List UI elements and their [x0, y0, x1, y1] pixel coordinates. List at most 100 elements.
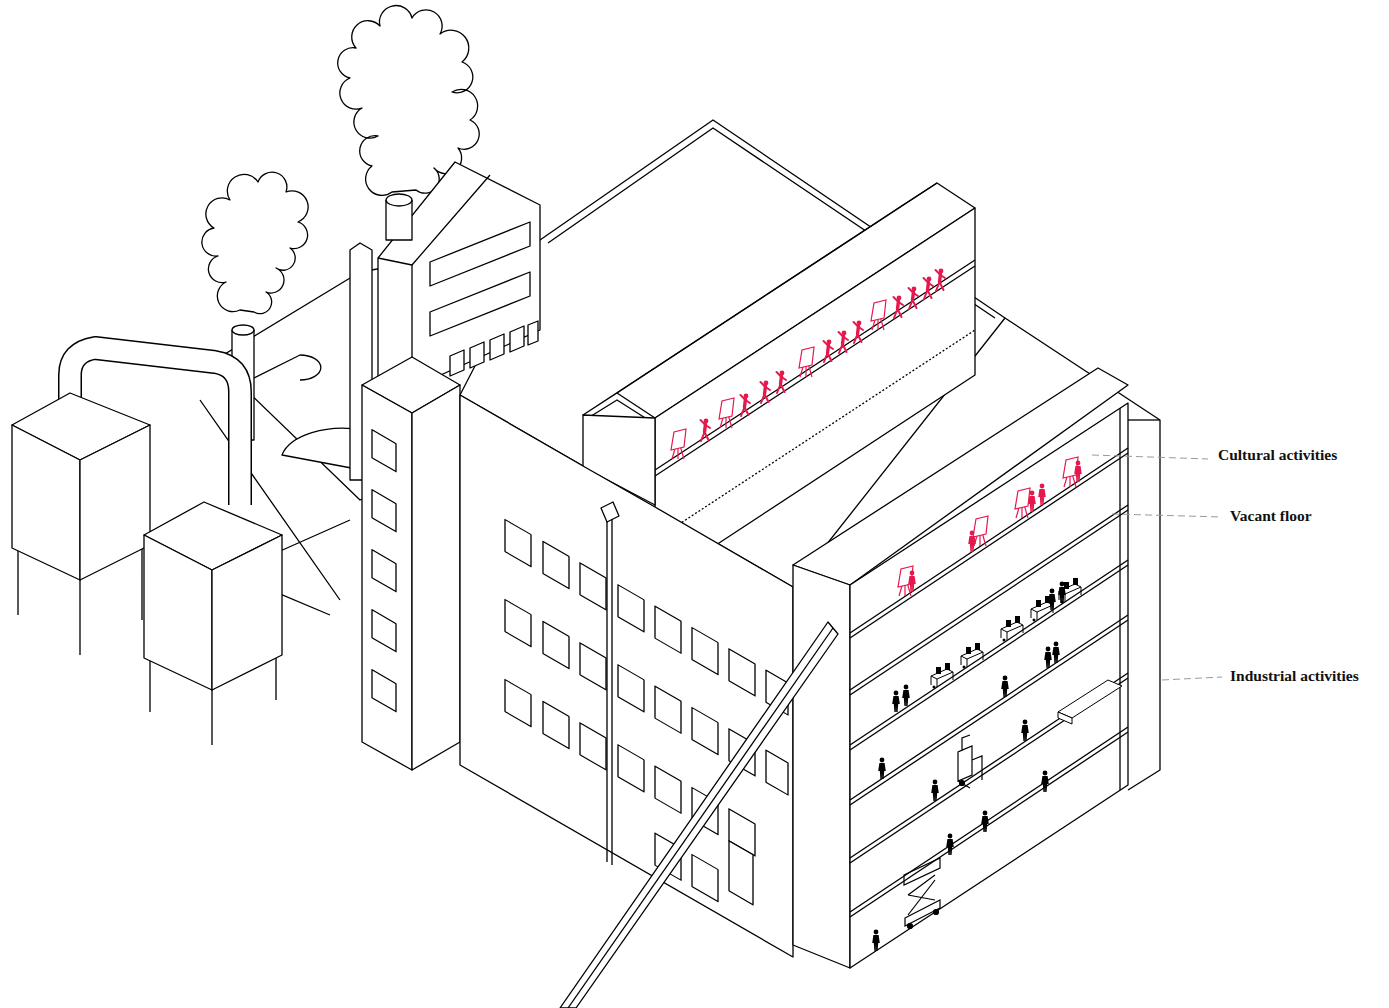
- section-face: [850, 403, 1128, 968]
- facade-windows: [618, 745, 644, 792]
- industrial-figures: [892, 691, 900, 712]
- gable-floor: [655, 266, 975, 476]
- window: [470, 342, 484, 368]
- cultural-figures: [854, 321, 864, 343]
- facade-windows: [729, 649, 755, 696]
- front-side: [793, 565, 850, 968]
- forklift: [960, 781, 965, 786]
- floor-slabs: [850, 727, 1128, 912]
- chimney-top: [232, 325, 254, 335]
- facade-windows: [618, 585, 644, 632]
- window: [450, 350, 464, 376]
- floor-slabs: [850, 560, 1128, 745]
- cultural-figures: [799, 347, 814, 377]
- scissor-lift: [904, 858, 940, 926]
- cultural-figures: [824, 340, 834, 362]
- facade-windows: [729, 841, 753, 905]
- conveyor: [568, 628, 833, 1008]
- floor-slabs: [850, 673, 1128, 858]
- cultural-figures: [839, 331, 849, 353]
- industrial-figures: [1058, 582, 1066, 603]
- facade-windows: [655, 766, 681, 813]
- industrial-figures: [931, 663, 953, 689]
- facade-windows: [692, 628, 718, 675]
- industrial-figures: [872, 930, 880, 951]
- cultural-figures: [1028, 491, 1036, 512]
- industrial-figures: [1052, 642, 1060, 663]
- cultural-figures: [936, 269, 946, 291]
- floor-slabs: [850, 505, 1128, 690]
- facade-windows: [766, 750, 788, 795]
- tower-side: [412, 385, 460, 770]
- material-stack: [1058, 680, 1122, 718]
- cultural-figures: [671, 269, 945, 459]
- industrial-figures: [878, 758, 886, 779]
- tower-windows: [372, 670, 396, 712]
- cultural-figures: [968, 531, 976, 552]
- conveyor: [560, 622, 838, 1008]
- industrial-figures: [1021, 720, 1029, 741]
- cultural-figures: [1074, 461, 1082, 482]
- cultural-figures: [741, 394, 751, 416]
- lift-cable: [606, 522, 607, 862]
- floor-slabs: [850, 678, 1128, 863]
- silo: [212, 535, 282, 690]
- silo: [80, 425, 150, 580]
- window-band: [430, 272, 530, 336]
- industrial-figures: [946, 834, 954, 855]
- facade-windows: [505, 680, 531, 727]
- cultural-figures: [1015, 488, 1030, 518]
- callout-label: Cultural activities: [1218, 446, 1337, 464]
- smoke-cloud: [202, 172, 308, 314]
- floor-slabs: [850, 448, 1128, 917]
- facade-windows: [505, 520, 531, 567]
- cultural-figures: [719, 398, 734, 428]
- floor-slabs: [850, 448, 1128, 633]
- industrial-figures: [931, 780, 939, 801]
- cultural-figures: [777, 371, 787, 393]
- facade-windows: [580, 643, 606, 690]
- industrial-figures: [1044, 647, 1052, 668]
- facade-windows: [655, 686, 681, 733]
- factory-axonometric: [12, 6, 1160, 1008]
- industrial-figures: [1041, 771, 1049, 792]
- chimney-top: [386, 194, 412, 206]
- callout-label: Industrial activities: [1230, 667, 1359, 685]
- leader-line: [1162, 677, 1222, 680]
- cultural-figures: [908, 571, 916, 592]
- forklift: [958, 735, 982, 788]
- window: [528, 321, 538, 345]
- floor-slabs: [850, 453, 1128, 638]
- facade-windows: [655, 606, 681, 653]
- facade-windows: [505, 520, 788, 942]
- scissor-lift: [908, 924, 913, 929]
- facade-windows: [692, 708, 718, 755]
- industrial-figures: [1001, 616, 1023, 642]
- floor-slabs: [850, 510, 1128, 695]
- facade-windows: [618, 665, 644, 712]
- tower-windows: [372, 610, 396, 652]
- tower-windows: [372, 550, 396, 592]
- industrial-figures: [1059, 578, 1081, 604]
- forklift: [958, 735, 982, 788]
- silo: [144, 535, 212, 690]
- cultural-figures: [871, 300, 886, 330]
- industrial-figures: [902, 685, 910, 706]
- facade-windows: [580, 563, 606, 610]
- leader-line: [1112, 514, 1222, 517]
- facade-windows: [580, 723, 606, 770]
- window: [490, 334, 504, 360]
- scissor-lift: [904, 858, 940, 929]
- cultural-figures: [894, 296, 904, 318]
- main-facade: [460, 395, 793, 957]
- industrial-figures: [1001, 676, 1009, 697]
- cultural-figures: [671, 429, 686, 459]
- cultural-figures: [761, 381, 771, 403]
- industrial-figures: [981, 811, 989, 832]
- industrial-figures: [1048, 589, 1056, 610]
- window-band: [430, 222, 530, 286]
- tower-windows: [372, 490, 396, 532]
- leader-line: [1092, 455, 1208, 459]
